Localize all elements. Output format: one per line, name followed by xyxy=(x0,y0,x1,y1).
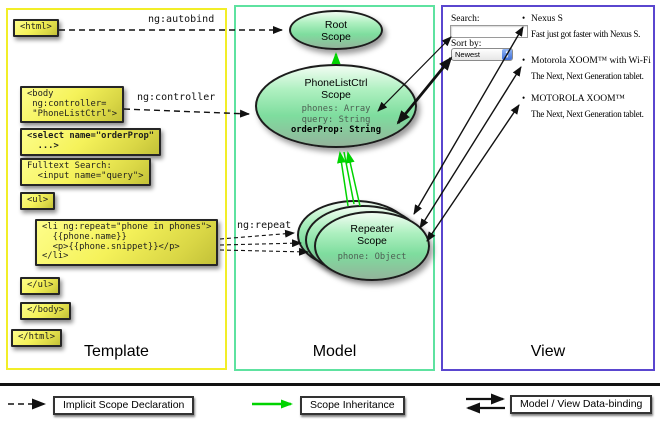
ng-autobind-label: ng:autobind xyxy=(148,14,215,25)
phone-list-item: • Nexus S Fast just got faster with Nexus… xyxy=(522,12,660,39)
phone-name: MOTOROLA XOOM™ xyxy=(531,94,625,104)
phonelistctrl-scope-ellipse: PhoneListCtrl Scope phones: Array query:… xyxy=(255,64,417,148)
search-label: Search: xyxy=(451,14,480,24)
sort-dropdown-value: Newest xyxy=(455,50,481,59)
code-box-body-open: <body ng:controller= "PhoneListCtrl"> xyxy=(20,86,125,124)
phone-name: Motorola XOOM™ with Wi-Fi xyxy=(531,56,651,66)
code-box-html-open: <html> xyxy=(13,19,59,37)
bullet-icon: • xyxy=(522,55,526,65)
sort-dropdown[interactable]: Newest ▲▼ xyxy=(451,48,513,61)
search-input[interactable] xyxy=(450,25,528,38)
phone-snippet: Fast just got faster with Nexus S. xyxy=(531,29,641,39)
phone-list-item: • MOTOROLA XOOM™ The Next, Next Generatio… xyxy=(522,92,660,119)
code-box-body-close: </body> xyxy=(20,302,72,320)
dropdown-stepper-icon: ▲▼ xyxy=(502,49,512,60)
bullet-icon: • xyxy=(522,93,526,103)
code-box-li-repeat: <li ng:repeat="phone in phones"> {{phone… xyxy=(35,219,219,267)
scope-prop-phones: phones: Array xyxy=(301,104,371,114)
template-column-title: Template xyxy=(84,343,149,360)
repeater-scope-ellipse: Repeater Scope phone: Object xyxy=(314,211,430,281)
phonelistctrl-scope-title: PhoneListCtrl Scope xyxy=(304,77,368,101)
code-box-ul-close: </ul> xyxy=(20,277,61,295)
legend-data-binding: Model / View Data-binding xyxy=(510,395,653,414)
legend-separator xyxy=(0,383,660,386)
phone-snippet: The Next, Next Generation tablet. xyxy=(531,71,644,81)
model-column xyxy=(234,5,435,371)
legend-scope-inheritance: Scope Inheritance xyxy=(300,396,405,415)
model-column-title: Model xyxy=(312,343,357,360)
phone-snippet: The Next, Next Generation tablet. xyxy=(531,109,644,119)
root-scope-ellipse: Root Scope xyxy=(289,10,383,50)
root-scope-title: Root Scope xyxy=(321,19,351,43)
view-column-title: View xyxy=(530,343,566,360)
bullet-icon: • xyxy=(522,13,526,23)
scope-prop-phone: phone: Object xyxy=(337,252,407,262)
repeater-scope-title: Repeater Scope xyxy=(350,223,394,247)
ng-controller-label: ng:controller xyxy=(137,92,216,103)
code-box-ul-open: <ul> xyxy=(20,192,56,210)
phone-list-item: • Motorola XOOM™ with Wi-Fi The Next, Nex… xyxy=(522,54,660,81)
ng-repeat-label: ng:repeat xyxy=(237,220,292,231)
code-box-html-close: </html> xyxy=(11,329,63,347)
code-box-select: <select name="orderProp" ...> xyxy=(20,128,162,156)
scope-prop-orderprop: orderProp: String xyxy=(290,125,382,135)
scope-prop-query: query: String xyxy=(301,114,371,125)
phone-name: Nexus S xyxy=(531,14,563,24)
legend-implicit-scope: Implicit Scope Declaration xyxy=(53,396,195,415)
code-box-fulltext-search: Fulltext Search: <input name="query"> xyxy=(20,158,151,186)
